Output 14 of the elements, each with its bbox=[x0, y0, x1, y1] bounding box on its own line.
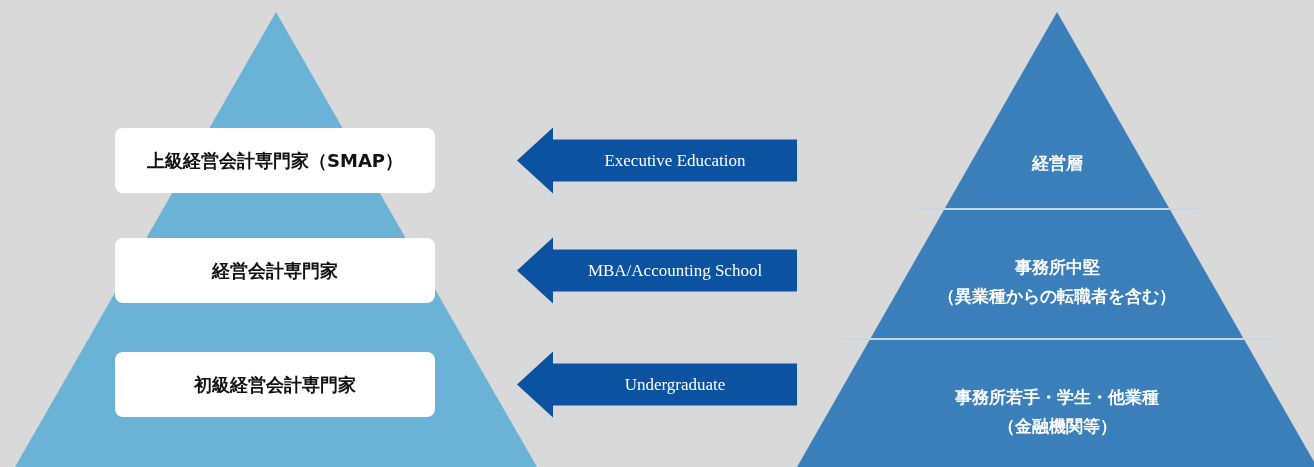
level-box: 上級経営会計専門家（SMAP） bbox=[115, 128, 435, 193]
tier-label: 事務所若手・学生・他業種 bbox=[955, 386, 1159, 408]
tier-note: （異業種からの転職者を含む） bbox=[938, 285, 1176, 307]
tier-label: 事務所中堅 bbox=[1014, 256, 1100, 278]
level-box: 初級経営会計専門家 bbox=[115, 352, 435, 417]
edge-label: Undergraduate bbox=[623, 375, 727, 393]
level-box: 経営会計専門家 bbox=[115, 238, 435, 303]
edge-label: Executive Education bbox=[603, 151, 747, 169]
tier-note: （金融機関等） bbox=[997, 415, 1117, 437]
block-arrow bbox=[517, 237, 797, 304]
edge-label: MBA/Accounting School bbox=[586, 261, 764, 279]
block-arrow bbox=[517, 127, 797, 194]
tier-label: 経営層 bbox=[1031, 152, 1083, 174]
block-arrow bbox=[517, 351, 797, 418]
